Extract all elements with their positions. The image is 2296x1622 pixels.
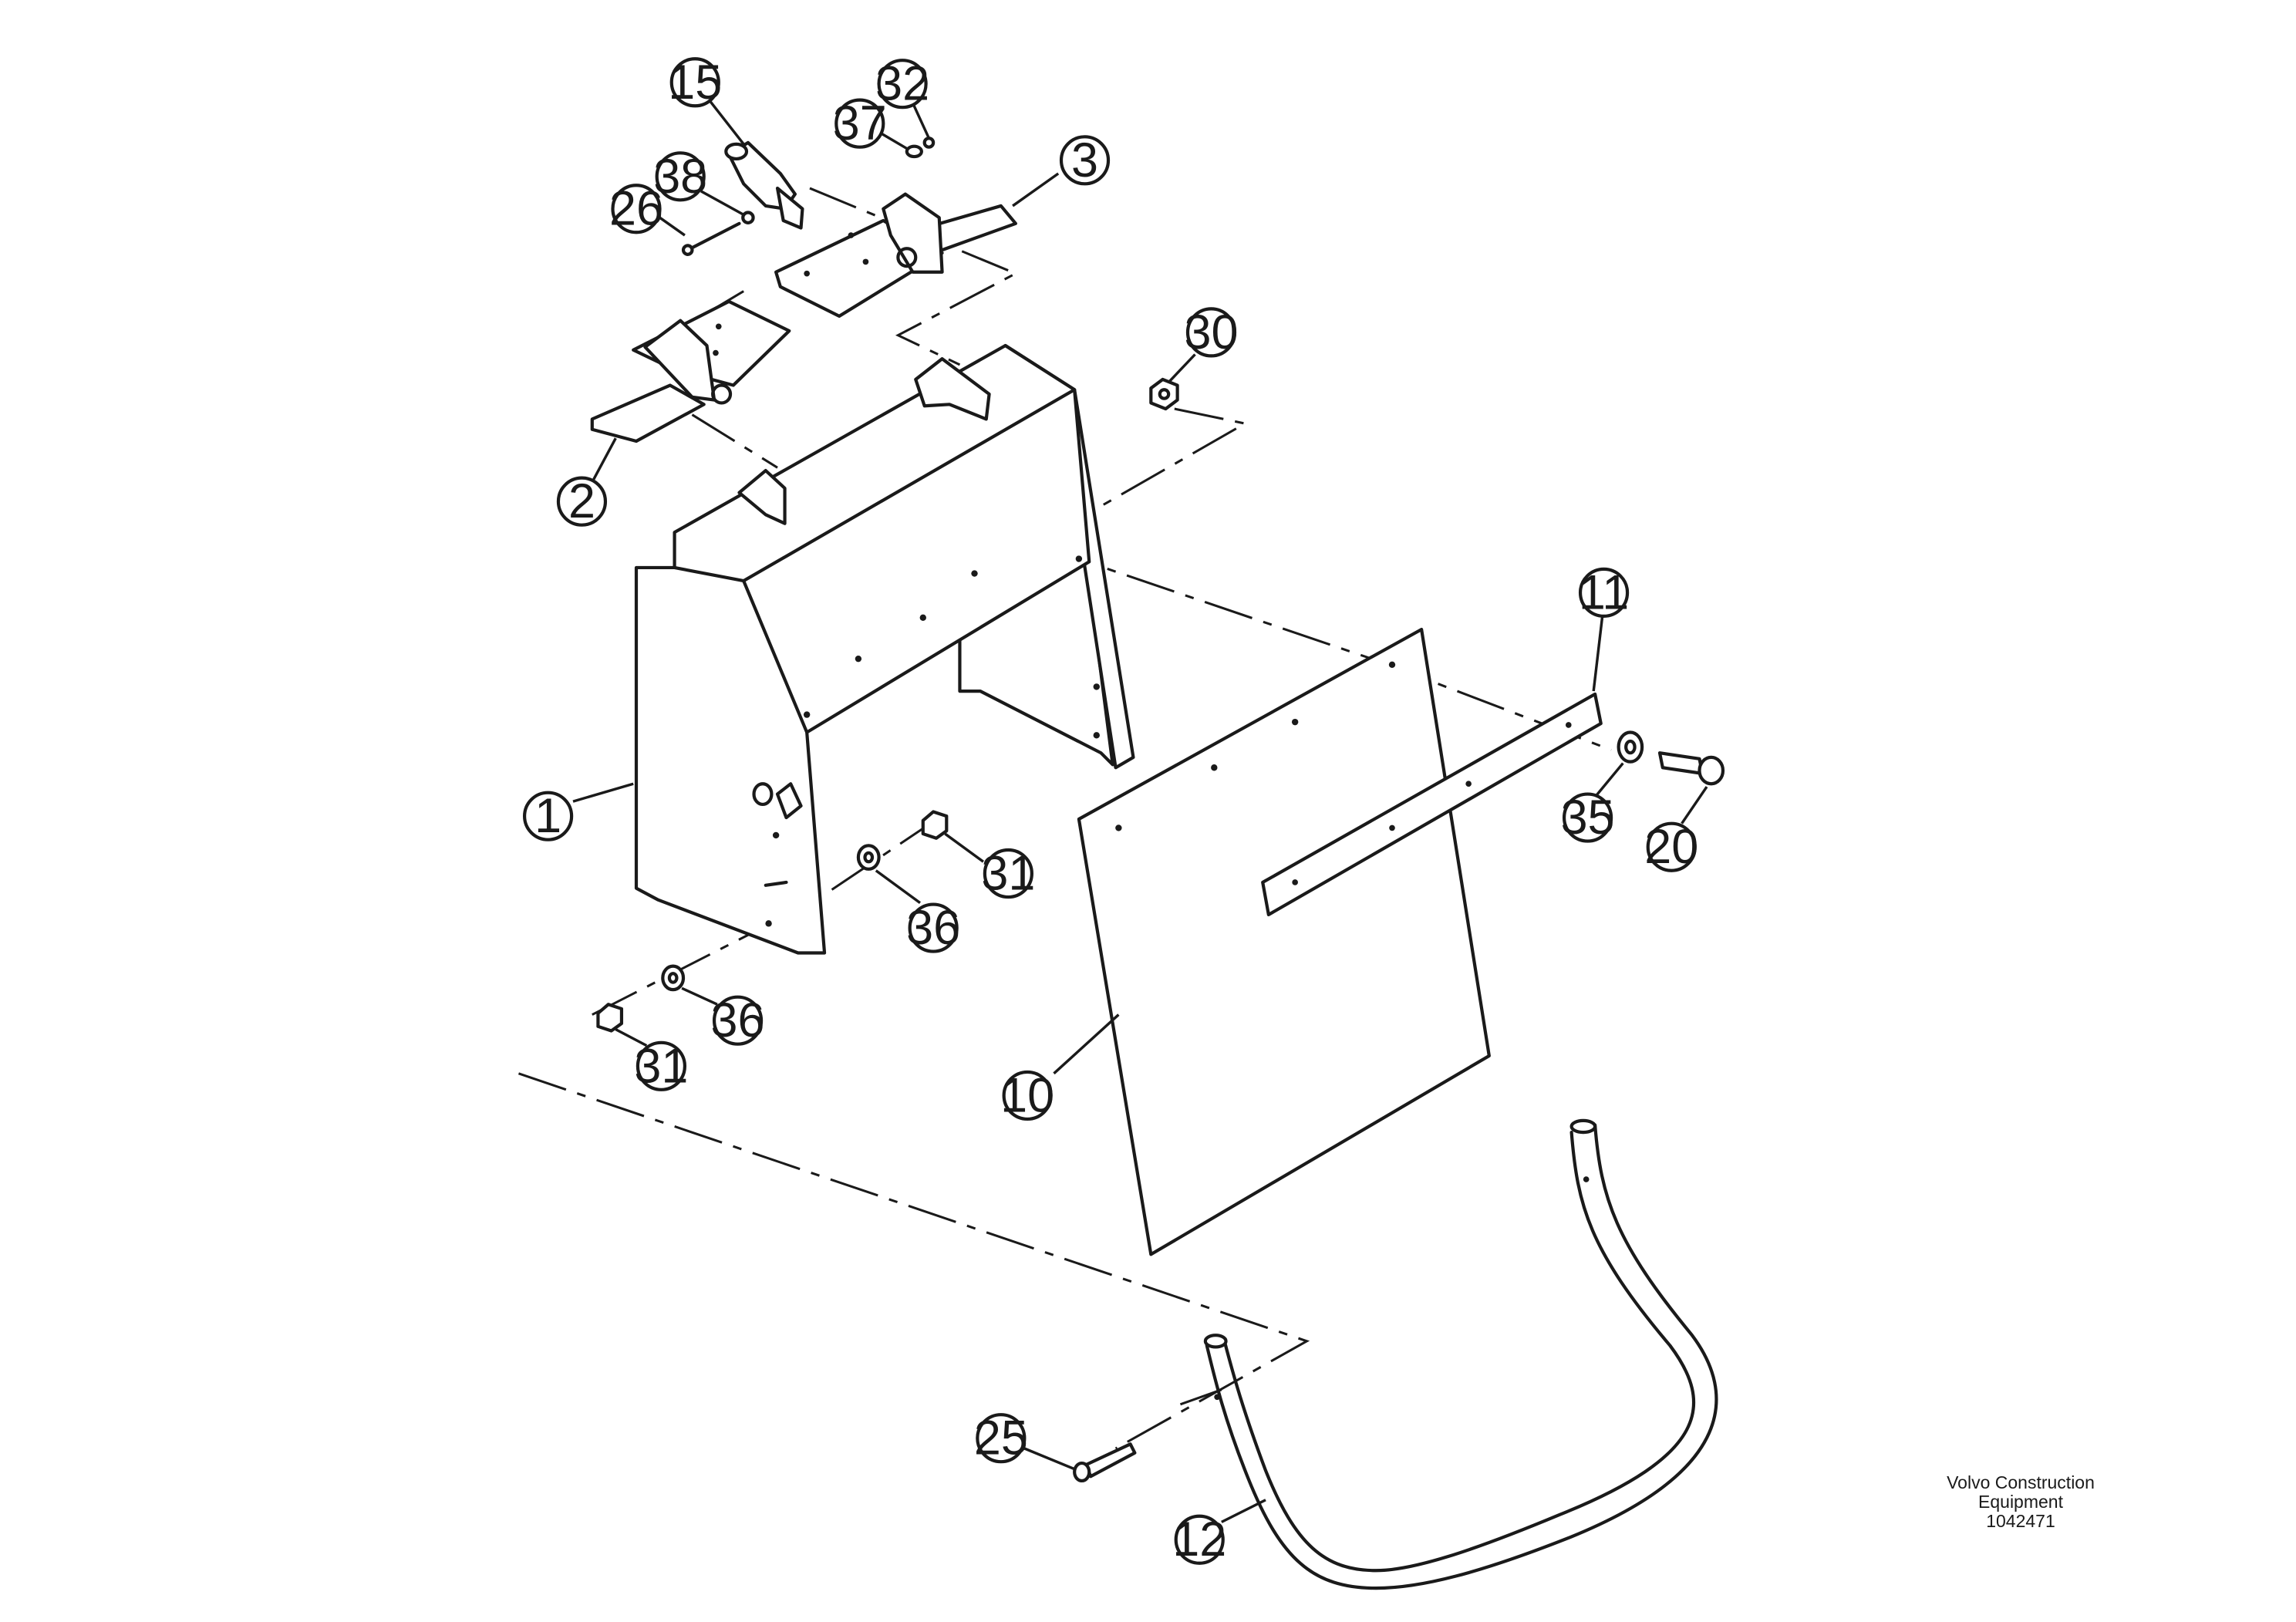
svg-text:1: 1 xyxy=(534,789,561,843)
washer-part-37 xyxy=(905,144,923,159)
svg-text:36: 36 xyxy=(711,993,765,1047)
nut-part-32 xyxy=(922,137,936,149)
svg-text:31: 31 xyxy=(634,1039,688,1093)
callout-11: 11 xyxy=(1579,565,1629,619)
svg-text:10: 10 xyxy=(1000,1068,1054,1122)
caption-division: Equipment xyxy=(1978,1492,2063,1512)
bolt-part-25 xyxy=(1073,1442,1137,1483)
svg-text:38: 38 xyxy=(653,150,707,204)
nut-part-30 xyxy=(1149,377,1179,411)
callout-30: 30 xyxy=(1184,305,1238,359)
tube-handle-part-12 xyxy=(1203,1118,1718,1590)
main-bracket-part-1 xyxy=(634,343,1135,955)
washer-part-36-lower xyxy=(661,964,686,992)
svg-text:37: 37 xyxy=(833,96,887,150)
screw-part-26 xyxy=(681,221,741,256)
callout-15: 15 xyxy=(668,56,722,110)
leader-lines xyxy=(572,96,1708,1523)
nut-part-31-lower xyxy=(596,1003,624,1033)
svg-text:36: 36 xyxy=(906,901,960,955)
svg-text:35: 35 xyxy=(1561,791,1615,845)
caption-drawing-number: 1042471 xyxy=(1986,1511,2055,1531)
callout-36-upper: 36 xyxy=(906,901,960,955)
svg-text:11: 11 xyxy=(1579,565,1629,619)
callout-10: 10 xyxy=(1000,1068,1054,1122)
washer-part-35 xyxy=(1617,730,1644,764)
callout-25: 25 xyxy=(974,1411,1028,1465)
svg-text:15: 15 xyxy=(668,56,722,110)
svg-text:20: 20 xyxy=(1644,820,1698,874)
hinge-part-3 xyxy=(774,192,1018,319)
strip-part-11 xyxy=(1261,692,1603,917)
switch-part-15 xyxy=(724,140,804,230)
callout-38: 38 xyxy=(653,150,707,204)
callout-2: 2 xyxy=(556,474,608,528)
svg-text:31: 31 xyxy=(981,847,1035,901)
bolt-part-20 xyxy=(1657,751,1725,786)
callout-37: 37 xyxy=(833,96,887,150)
callout-31-lower: 31 xyxy=(634,1039,688,1093)
plate-part-10 xyxy=(1077,627,1491,1256)
callout-20: 20 xyxy=(1644,820,1698,874)
svg-text:30: 30 xyxy=(1184,305,1238,359)
nut-part-31-upper xyxy=(921,810,949,840)
callout-36-lower: 36 xyxy=(711,993,765,1047)
caption-company: Volvo Construction xyxy=(1947,1472,2095,1492)
drawing-caption: Volvo Construction Equipment 1042471 xyxy=(1913,1473,2129,1531)
callout-35: 35 xyxy=(1561,791,1615,845)
washer-part-36-upper xyxy=(856,844,881,871)
callout-31-upper: 31 xyxy=(981,847,1035,901)
hinge-part-2 xyxy=(590,299,791,443)
callout-32: 32 xyxy=(875,57,929,111)
svg-text:3: 3 xyxy=(1071,133,1098,187)
svg-text:32: 32 xyxy=(875,57,929,111)
nut-part-38 xyxy=(741,211,755,224)
svg-text:25: 25 xyxy=(974,1411,1028,1465)
callout-12: 12 xyxy=(1172,1512,1226,1566)
callout-26: 26 xyxy=(609,182,663,236)
svg-text:26: 26 xyxy=(609,182,663,236)
callout-1: 1 xyxy=(522,789,574,843)
svg-text:2: 2 xyxy=(568,474,595,528)
callout-3: 3 xyxy=(1059,133,1111,187)
svg-text:12: 12 xyxy=(1172,1512,1226,1566)
